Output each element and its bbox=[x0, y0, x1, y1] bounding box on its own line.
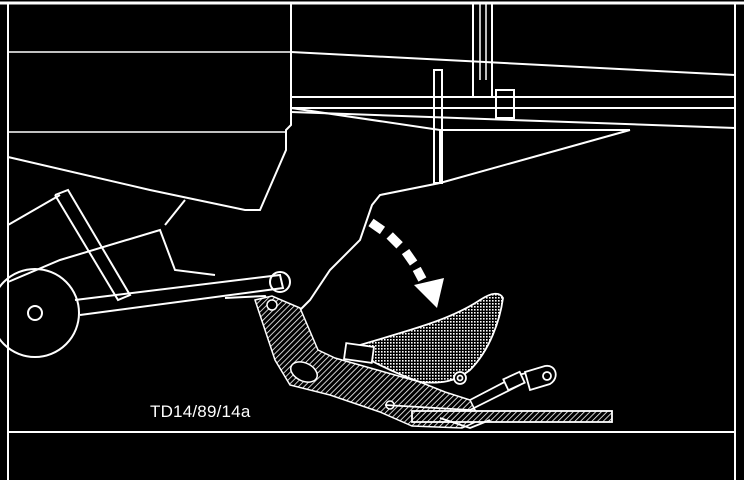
wheel-assembly bbox=[0, 188, 291, 358]
wheel bbox=[0, 268, 80, 358]
movement-arrow bbox=[368, 218, 444, 308]
machine-chassis bbox=[7, 3, 736, 311]
figure-reference-label: TD14/89/14a bbox=[150, 402, 251, 421]
curved-blade bbox=[343, 292, 504, 384]
pivot-pin bbox=[269, 271, 291, 293]
wheel-hub bbox=[27, 305, 43, 321]
tie-rod bbox=[384, 365, 613, 429]
